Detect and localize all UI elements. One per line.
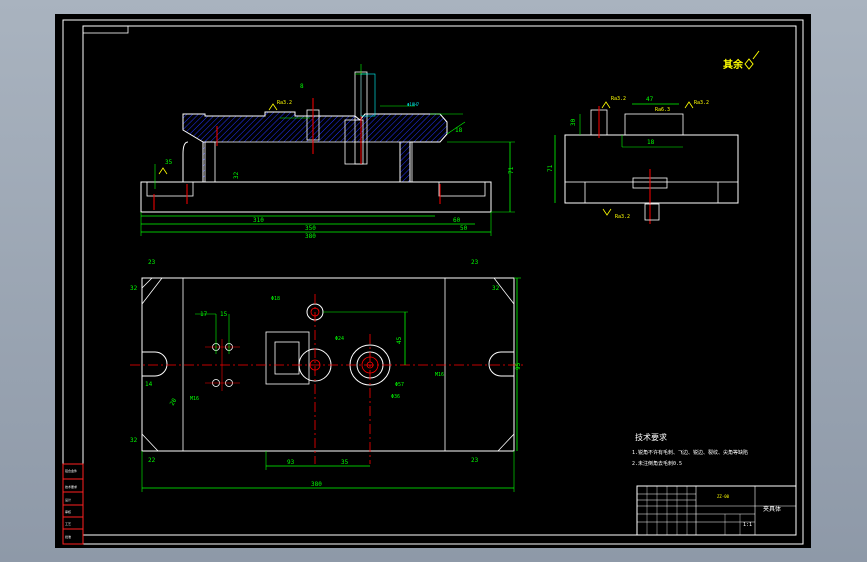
svg-text:M16: M16 <box>435 372 444 378</box>
tech-req-line-2: 2.未注倒角去毛刺0.5 <box>632 460 682 467</box>
svg-text:Φ18H7: Φ18H7 <box>407 102 420 107</box>
front-roughness-a: Ra3.2 <box>277 100 292 106</box>
front-base-plate <box>140 181 492 213</box>
svg-text:M16: M16 <box>190 396 199 402</box>
title-scale: 1:1 <box>743 522 752 528</box>
side-dim-71: 71 <box>547 164 554 172</box>
side-dim-18: 18 <box>647 139 655 146</box>
title-block: 夹具体 1:1 ZZ-00 <box>636 485 797 536</box>
front-dim-35: 35 <box>165 159 173 166</box>
left-slot <box>142 351 168 377</box>
strip-label-1: 技术要求 <box>65 484 77 489</box>
svg-text:Φ18: Φ18 <box>271 296 280 302</box>
drawing-canvas: 铝合金件 技术要求 设计 审核 工艺 批准 其余 <box>62 19 804 545</box>
strip-label-2: 设计 <box>65 497 71 502</box>
svg-text:Φ57: Φ57 <box>395 382 404 388</box>
top-dim-15: 15 <box>220 311 228 318</box>
svg-text:其余: 其余 <box>723 58 744 71</box>
front-dim-50: 50 <box>460 225 468 232</box>
drawing-sheet: 铝合金件 技术要求 设计 审核 工艺 批准 其余 <box>55 14 811 548</box>
side-roughness-b: Ra3.2 <box>694 100 709 106</box>
inner-border <box>82 25 797 536</box>
side-dim-47: 47 <box>646 96 654 103</box>
outer-border <box>62 19 804 545</box>
side-roughness-c: Ra6.3 <box>655 107 670 113</box>
top-dim-17: 17 <box>200 311 208 318</box>
front-dim-32: 32 <box>233 171 240 179</box>
front-dim-71: 71 <box>508 166 515 174</box>
top-view: 380 93 35 95 45 23 23 23 22 32 32 32 17 … <box>130 259 525 492</box>
strip-label-5: 批准 <box>65 534 71 539</box>
front-dim-8: 8 <box>300 83 304 90</box>
top-dim-23-br: 23 <box>471 457 479 464</box>
top-dim-93: 93 <box>287 459 295 466</box>
top-dim-22-bl: 22 <box>148 457 156 464</box>
top-dim-23-tl: 23 <box>148 259 156 266</box>
svg-text:ZZ-00: ZZ-00 <box>717 494 730 499</box>
top-base-plate <box>141 277 515 452</box>
technical-requirements: 技术要求 1.锐角不许有毛刺、飞边、锐边、裂纹、尖角等缺陷 2.未注倒角去毛刺0… <box>632 432 748 467</box>
right-slot <box>488 351 514 377</box>
svg-text:Φ36: Φ36 <box>391 394 400 400</box>
strip-label-4: 工艺 <box>65 521 71 526</box>
top-dim-20: 20 <box>169 397 179 407</box>
other-finish-note: 其余 <box>723 50 760 71</box>
front-dim-18: 18 <box>455 127 463 134</box>
strip-label-0: 铝合金件 <box>65 468 77 473</box>
front-dim-380: 380 <box>305 233 316 240</box>
top-label-box <box>82 25 129 34</box>
front-view: 310 350 380 60 50 71 32 35 18 8 Ra3.2 Φ1… <box>140 64 515 240</box>
side-dim-30: 30 <box>570 118 577 126</box>
side-view: 47 30 71 18 Ra3.2 Ra3.2 Ra6.3 Ra3.2 <box>547 96 739 224</box>
tech-req-line-1: 1.锐角不许有毛刺、飞边、锐边、裂纹、尖角等缺陷 <box>632 449 748 456</box>
front-dim-350: 350 <box>305 225 316 232</box>
side-roughness-a: Ra3.2 <box>611 96 626 102</box>
tech-req-title: 技术要求 <box>635 432 667 442</box>
top-dim-32-tl: 32 <box>130 285 138 292</box>
top-dim-23-tr: 23 <box>471 259 479 266</box>
side-strip: 铝合金件 技术要求 设计 审核 工艺 批准 <box>62 463 84 545</box>
side-roughness-d: Ra3.2 <box>615 214 630 220</box>
front-dim-60: 60 <box>453 217 461 224</box>
top-dim-95: 95 <box>515 362 522 370</box>
top-dim-35: 35 <box>341 459 349 466</box>
top-dim-45: 45 <box>396 336 403 344</box>
title-part-name: 夹具体 <box>763 505 781 513</box>
top-dim-14: 14 <box>145 381 153 388</box>
front-dim-310: 310 <box>253 217 264 224</box>
top-dim-32-tr: 32 <box>492 285 500 292</box>
svg-text:Φ24: Φ24 <box>335 336 344 342</box>
top-dim-380: 380 <box>311 481 322 488</box>
top-dim-32-bl: 32 <box>130 437 138 444</box>
strip-label-3: 审核 <box>65 509 71 514</box>
